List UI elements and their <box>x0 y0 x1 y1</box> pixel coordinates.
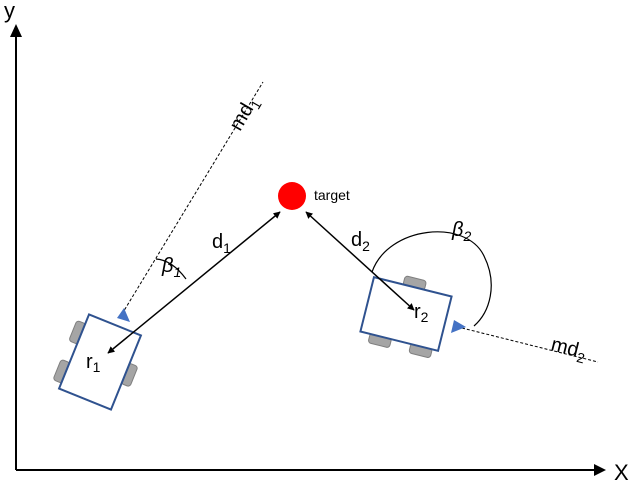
beta1-angle-arc <box>155 258 187 280</box>
target-marker <box>278 182 306 210</box>
d1-label: d1 <box>212 231 231 256</box>
robot-1-heading-arrow <box>117 308 130 322</box>
beta2-label: β2 <box>451 219 471 244</box>
robot-2-body <box>359 275 453 358</box>
robot-2: md2 d2 β2 r2 <box>305 211 599 367</box>
d1-distance-line <box>107 211 281 354</box>
d2-label: d2 <box>351 229 370 254</box>
robot-1-label: r1 <box>86 351 101 375</box>
axes: X y <box>4 0 629 485</box>
beta2-angle-arc <box>371 231 492 327</box>
d2-distance-line <box>305 211 415 311</box>
y-axis-label: y <box>4 0 15 23</box>
beta1-label: β1 <box>161 255 181 280</box>
y-axis-arrowhead <box>10 24 22 37</box>
x-axis-label: X <box>614 460 629 485</box>
md1-label: md1 <box>225 92 265 136</box>
robot-1: md1 d1 β1 r1 <box>53 81 281 411</box>
robot-2-heading-arrow <box>451 320 466 333</box>
md2-label: md2 <box>548 334 589 367</box>
md2-direction-line <box>461 327 599 363</box>
target-label: target <box>314 187 350 203</box>
x-axis-arrowhead <box>594 464 606 476</box>
robot-2-label: r2 <box>414 301 429 325</box>
target: target <box>278 182 350 210</box>
